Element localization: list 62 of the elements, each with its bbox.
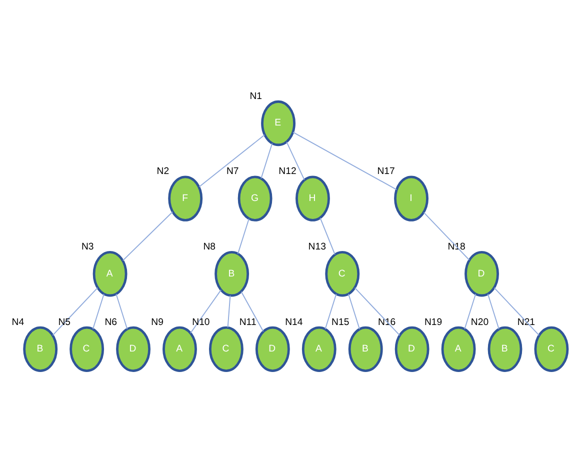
node-ellipse: F <box>168 175 203 221</box>
node-label: N2 <box>156 166 170 177</box>
node-label: N17 <box>377 166 395 177</box>
node-ellipse: H <box>296 175 330 221</box>
connector <box>324 293 337 330</box>
node-ellipse: C <box>208 326 244 372</box>
node-ellipse: D <box>464 250 499 296</box>
node-ellipse: E <box>261 100 296 146</box>
node-ellipse: B <box>488 326 522 372</box>
node-ellipse: D <box>116 326 150 372</box>
node-label: N12 <box>278 166 296 177</box>
node-label: N6 <box>104 316 117 328</box>
node-ellipse: C <box>325 250 360 296</box>
connector <box>190 288 222 334</box>
connector <box>122 210 174 260</box>
connector <box>292 131 397 190</box>
connector <box>240 290 264 332</box>
node-label: N19 <box>424 316 442 328</box>
node-ellipse: C <box>534 326 569 372</box>
node-label: N15 <box>332 316 350 328</box>
node-ellipse: B <box>214 250 250 296</box>
connector <box>494 286 540 336</box>
node-ellipse: B <box>348 326 383 372</box>
node-label: N21 <box>517 316 536 328</box>
node-ellipse: D <box>394 326 430 372</box>
node-label: N3 <box>81 241 94 252</box>
node-ellipse: A <box>441 326 476 372</box>
node-label: N4 <box>12 316 24 328</box>
node-label: N8 <box>203 241 216 252</box>
node-ellipse: I <box>394 175 428 221</box>
connector <box>227 294 231 328</box>
node-label: N5 <box>58 316 71 328</box>
connector <box>286 140 305 180</box>
connector <box>320 216 336 254</box>
node-label: N9 <box>151 316 164 328</box>
node-label: N1 <box>250 90 262 102</box>
node-ellipse: G <box>238 175 272 221</box>
connector <box>348 293 360 330</box>
node-label: N14 <box>285 316 303 328</box>
node-ellipse: A <box>162 326 197 372</box>
connector <box>52 286 98 336</box>
node-label: N11 <box>239 316 256 328</box>
connector <box>354 286 400 336</box>
node-ellipse: A <box>302 326 336 372</box>
connector <box>464 293 476 330</box>
node-label: N10 <box>192 316 210 328</box>
connector <box>423 212 470 260</box>
node-label: N20 <box>470 316 489 328</box>
node-label: N7 <box>226 166 239 177</box>
node-ellipse: A <box>92 250 128 296</box>
connector <box>260 142 273 178</box>
node-ellipse: C <box>70 326 104 372</box>
node-label: N18 <box>448 241 466 252</box>
node-label: N13 <box>308 241 326 252</box>
node-label: N16 <box>378 316 396 328</box>
connector <box>487 293 500 330</box>
connector <box>116 293 128 330</box>
connector <box>237 218 250 254</box>
connector <box>198 134 266 187</box>
node-ellipse: B <box>23 326 58 372</box>
connector <box>92 293 104 330</box>
node-ellipse: D <box>255 326 290 372</box>
